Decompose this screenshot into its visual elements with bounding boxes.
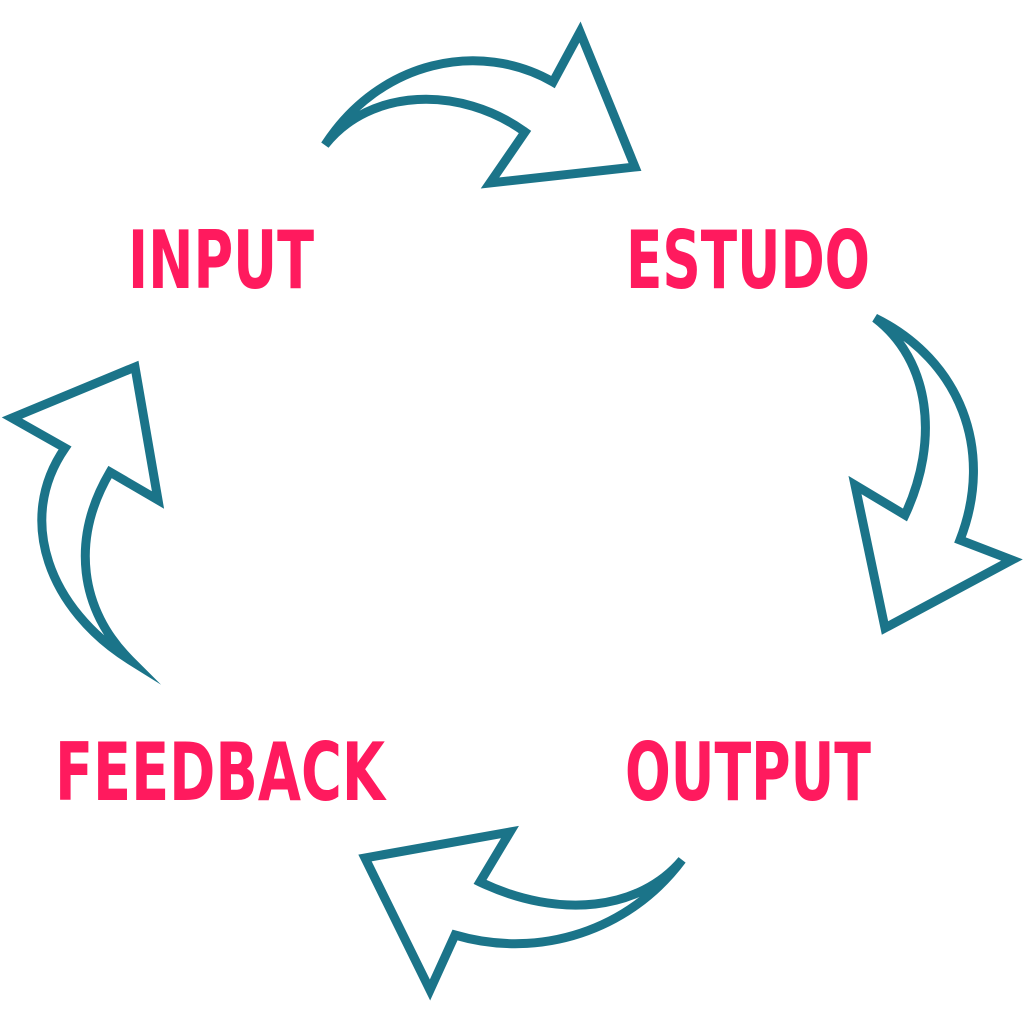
node-label-feedback: FEEDBACK: [55, 726, 387, 819]
node-label-input: INPUT: [128, 214, 314, 307]
arrow-feedback-to-input-icon: [1, 360, 165, 685]
arrow-estudo-to-output-icon: [848, 313, 1023, 635]
arrow-input-to-estudo-icon: [321, 21, 642, 189]
arrow-output-to-feedback-icon: [358, 825, 686, 1001]
node-label-output: OUTPUT: [625, 726, 871, 819]
node-label-estudo: ESTUDO: [626, 214, 870, 307]
